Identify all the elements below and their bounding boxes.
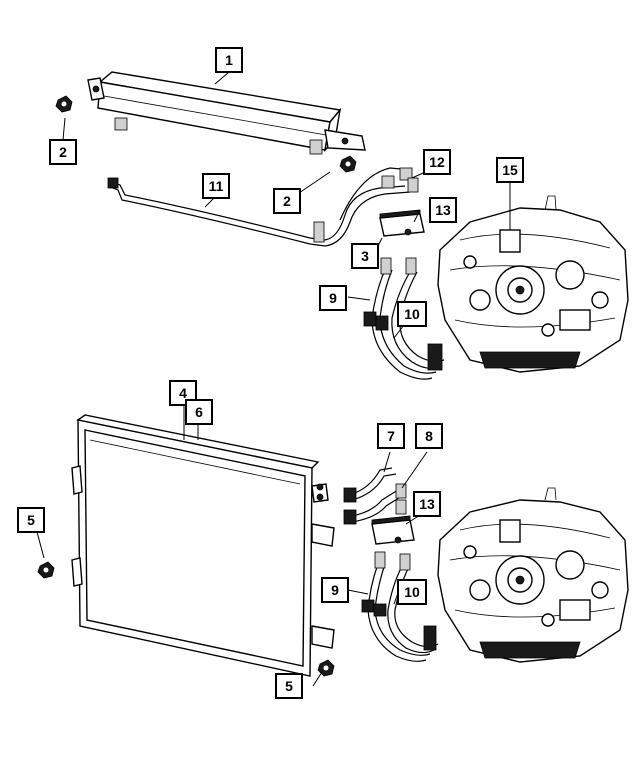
svg-text:11: 11 xyxy=(209,178,224,194)
svg-text:8: 8 xyxy=(425,428,433,444)
callout-13b: 13 xyxy=(413,491,441,517)
hose-part-10-top xyxy=(375,257,445,371)
svg-text:1: 1 xyxy=(225,52,233,68)
callout-5a: 5 xyxy=(17,507,45,533)
svg-text:6: 6 xyxy=(195,404,203,420)
svg-text:4: 4 xyxy=(179,385,187,401)
callout-8: 8 xyxy=(415,423,443,449)
condenser-part-4-6 xyxy=(71,414,335,677)
callout-7: 7 xyxy=(377,423,405,449)
hose-part-9-bottom xyxy=(361,551,431,662)
cooler-tube-part-11 xyxy=(107,177,326,247)
hose-part-7 xyxy=(343,467,397,503)
svg-text:13: 13 xyxy=(435,202,451,218)
transmission-part-15-top xyxy=(437,195,629,373)
hose-part-9-top xyxy=(363,257,437,380)
nut-part-2b xyxy=(339,155,357,173)
nut-part-2a xyxy=(55,95,73,113)
callout-10b: 10 xyxy=(397,579,427,605)
callout-15: 15 xyxy=(496,157,524,183)
svg-text:10: 10 xyxy=(404,584,420,600)
callout-2a: 2 xyxy=(49,139,77,165)
svg-text:9: 9 xyxy=(331,582,339,598)
callout-5b: 5 xyxy=(275,673,303,699)
oil-cooler-part-1 xyxy=(87,71,366,155)
svg-text:3: 3 xyxy=(361,248,369,264)
callout-6: 6 xyxy=(185,399,213,425)
svg-text:2: 2 xyxy=(283,193,291,209)
callout-3: 3 xyxy=(351,243,379,269)
svg-text:15: 15 xyxy=(502,162,518,178)
callout-1: 1 xyxy=(215,47,243,73)
callout-12: 12 xyxy=(423,149,451,175)
bracket-part-13-bottom xyxy=(371,515,415,545)
callout-11: 11 xyxy=(202,173,230,199)
hose-part-8 xyxy=(343,483,407,525)
svg-text:5: 5 xyxy=(285,678,293,694)
svg-text:2: 2 xyxy=(59,144,67,160)
callout-9b: 9 xyxy=(321,577,349,603)
svg-text:13: 13 xyxy=(419,496,435,512)
bracket-part-13-top xyxy=(379,209,425,237)
nut-part-5a xyxy=(37,561,55,579)
callout-10a: 10 xyxy=(397,301,427,327)
svg-text:5: 5 xyxy=(27,512,35,528)
callout-13a: 13 xyxy=(429,197,457,223)
transmission-bottom xyxy=(437,487,629,663)
hose-assembly-part-12 xyxy=(324,167,419,247)
svg-text:12: 12 xyxy=(429,154,445,170)
svg-text:7: 7 xyxy=(387,428,395,444)
svg-text:10: 10 xyxy=(404,306,420,322)
callout-2b: 2 xyxy=(273,188,301,214)
svg-text:9: 9 xyxy=(329,290,337,306)
callout-9a: 9 xyxy=(319,285,347,311)
